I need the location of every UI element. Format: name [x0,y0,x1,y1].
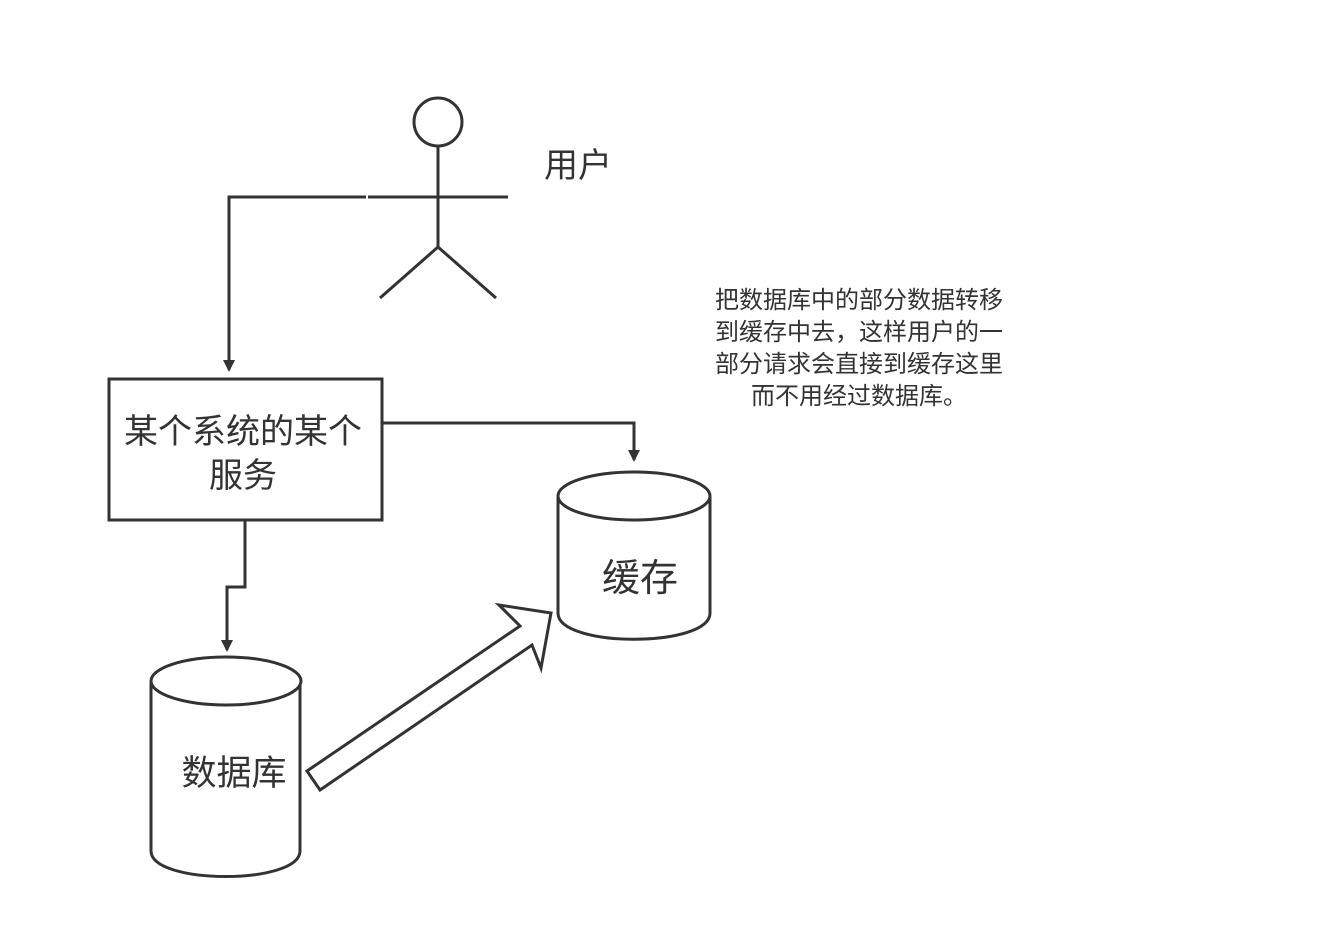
note-line-4: 而不用经过数据库。 [751,382,967,410]
database-node: 数据库 [149,655,303,878]
cache-label: 缓存 [602,556,678,600]
service-node: 某个系统的某个 服务 [107,377,384,522]
user-to-service-connector [223,195,366,372]
transfer-arrow [304,602,553,793]
note-line-3: 部分请求会直接到缓存这里 [715,350,1003,378]
service-to-cache-connector [382,421,640,462]
database-cylinder [149,682,302,878]
cache-cylinder-top [556,470,712,522]
service-box [107,377,384,522]
note-line-2: 到缓存中去，这样用户的一 [715,318,1003,346]
database-cylinder-top [149,655,303,707]
service-label-line-2: 服务 [209,456,277,496]
cache-cylinder [556,497,712,641]
actor-left-leg [379,245,439,300]
actor-head [412,96,464,148]
actor-right-leg [437,245,497,300]
actor-label: 用户 [544,146,612,186]
service-to-database-connector [221,520,247,652]
note-line-1: 把数据库中的部分数据转移 [715,286,1003,314]
explanation-note: 把数据库中的部分数据转移 到缓存中去，这样用户的一 部分请求会直接到缓存这里 而… [715,286,1003,410]
service-label-line-1: 某个系统的某个 [124,412,362,452]
cache-node: 缓存 [556,470,712,641]
user-actor: 用户 [368,96,612,300]
database-label: 数据库 [181,754,286,794]
